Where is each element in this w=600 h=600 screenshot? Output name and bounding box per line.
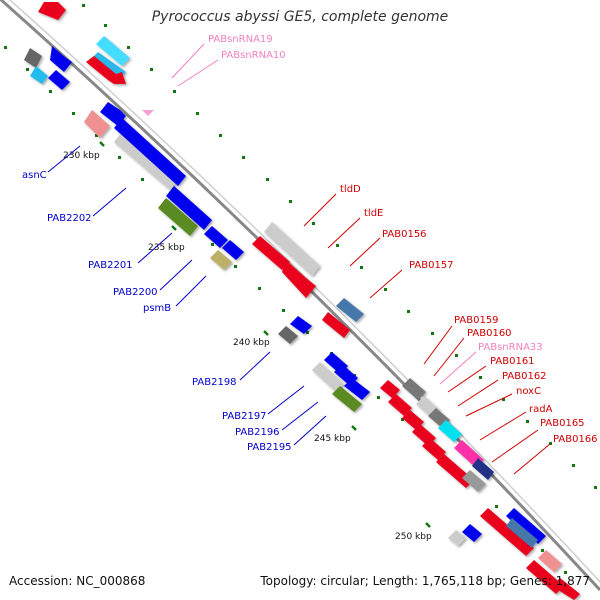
label-PAB2201: PAB2201 [88,260,133,271]
gene-reverse [506,508,546,544]
gene-navy [472,458,494,480]
label-asnC: asnC [22,170,47,181]
label-PAB0165: PAB0165 [540,418,585,429]
gene-lightgrey [448,530,466,546]
label-PAB2202: PAB2202 [47,213,92,224]
gene-pink [538,550,562,572]
label-PAB0159: PAB0159 [454,315,499,326]
label-psmB: psmB [143,303,171,314]
gene-asnC-area [114,132,178,190]
map-title: Pyrococcus abyssi GE5, complete genome [151,9,449,25]
gene-grey [278,326,298,344]
gene-grey [462,470,486,492]
gene-reverse [462,524,482,542]
tick-235 [171,225,177,231]
label-PAB2196: PAB2196 [235,427,280,438]
gene-reverse [100,102,126,126]
label-tldE: tldE [364,208,383,219]
gene-grey [24,48,42,68]
gene-pink [84,110,110,138]
gene-tldE [252,236,290,270]
label-PAB0160: PAB0160 [467,328,512,339]
gene-olive [210,250,232,270]
label-PAB2198: PAB2198 [192,377,237,388]
gene-reverse [344,378,370,400]
label-PAB0157: PAB0157 [409,260,454,271]
label-tldD: tldD [340,184,361,195]
label-PABsnRNA19: PABsnRNA19 [208,34,273,45]
kbp-tick-marks [99,141,431,528]
gene-tldD [264,222,320,276]
gene-PAB0157 [336,298,364,322]
gene-forward [38,2,66,20]
gene-forward [552,578,580,600]
topology-text: Topology: circular; Length: 1,765,118 bp… [260,574,590,588]
gene-forward [480,508,534,556]
kbp-label-235: 235 kbp [148,243,185,253]
gene-reverse [290,316,312,334]
gene-PAB2198 [222,240,244,260]
tick-245 [351,425,357,431]
label-noxC: noxC [516,386,541,397]
kbp-label-245: 245 kbp [314,434,351,444]
label-leaders [47,43,551,475]
label-PAB0162: PAB0162 [502,371,547,382]
label-PABsnRNA33: PABsnRNA33 [478,342,543,353]
gene-reverse [50,46,72,72]
gene-PAB0156 [282,260,316,298]
gene-psmB [204,226,228,248]
gene-cyan [90,52,126,80]
label-PAB2195: PAB2195 [247,442,292,453]
kbp-label-240: 240 kbp [233,338,270,348]
label-PAB2197: PAB2197 [222,411,267,422]
gene-cyan [438,420,462,442]
label-PABsnRNA10: PABsnRNA10 [221,50,286,61]
gene-lightblue [30,66,48,84]
accession-text: Accession: NC_000868 [9,574,146,588]
label-PAB0156: PAB0156 [382,229,427,240]
gene-cyan [96,36,130,66]
rna-gene-arrow [142,110,154,116]
gene-forward [422,438,446,460]
label-PAB0166: PAB0166 [553,434,598,445]
gene-PAB2201 [166,186,212,230]
label-radA: radA [529,404,553,415]
gene-grey [402,378,426,400]
gene-PAB2200 [158,198,198,236]
kbp-label-230: 230 kbp [63,151,100,161]
gene-track-outer-left [24,2,72,90]
kbp-label-250: 250 kbp [395,532,432,542]
gene-steelblue [506,518,538,548]
gene-forward [388,394,412,416]
label-PAB0161: PAB0161 [490,356,535,367]
gene-forward [322,312,350,338]
tick-240 [263,330,269,336]
gene-forward [380,380,400,398]
label-PAB2200: PAB2200 [113,287,158,298]
inner-tick-ring [82,4,597,489]
gene-PAB2202 [114,118,186,186]
tick-230 [99,141,105,147]
gene-reverse [48,70,70,90]
gene-lightgrey [312,362,344,392]
gene-track-forward [86,36,580,600]
gene-forward [86,56,126,84]
tick-250 [425,522,431,528]
gene-track-reverse [84,102,482,546]
gene-PAB2196 [332,386,362,412]
gene-forward [402,410,424,430]
